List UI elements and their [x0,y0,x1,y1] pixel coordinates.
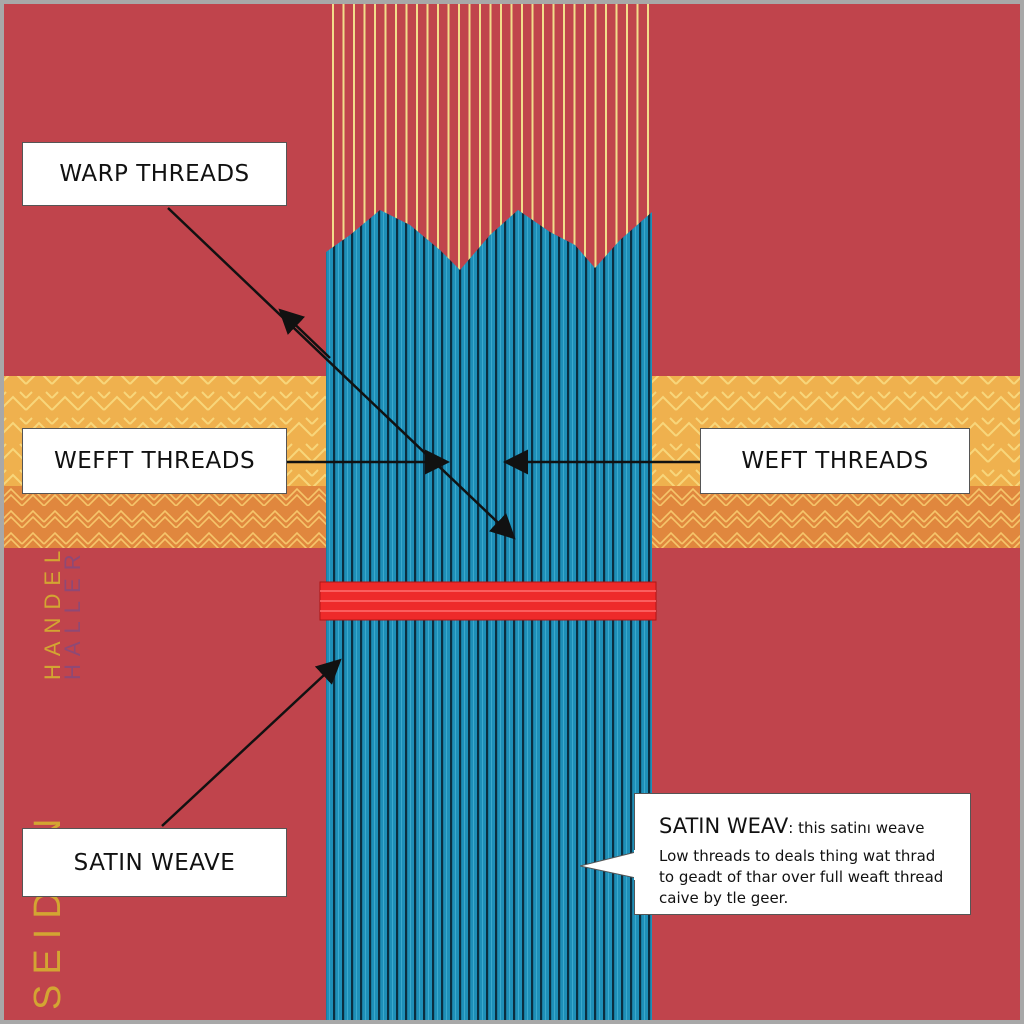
warp-threads-label: WARP THREADS [22,142,287,206]
weft-threads-right-label: WEFT THREADS [700,428,970,494]
callout-pointer [580,850,638,880]
satin-weave-callout: SATIN WEAV: this satinı weave Low thread… [634,793,971,915]
satin-arrow [161,658,342,827]
callout-title: SATIN WEAV [659,814,789,838]
svg-text:HANDEL: HANDEL [40,543,65,680]
warp-arrow-up [278,308,331,359]
callout-subtitle: : this satinı weave [788,819,925,837]
red-weft-strip [319,581,657,621]
callout-body: Low threads to deals thing wat thrad to … [659,847,944,907]
weft-threads-left-label: WEFFT THREADS [22,428,287,494]
arrows [161,207,700,827]
warp-arrow [167,207,516,540]
svg-text:HALLER: HALLER [60,546,85,680]
satin-weave-label: SATIN WEAVE [22,828,287,897]
